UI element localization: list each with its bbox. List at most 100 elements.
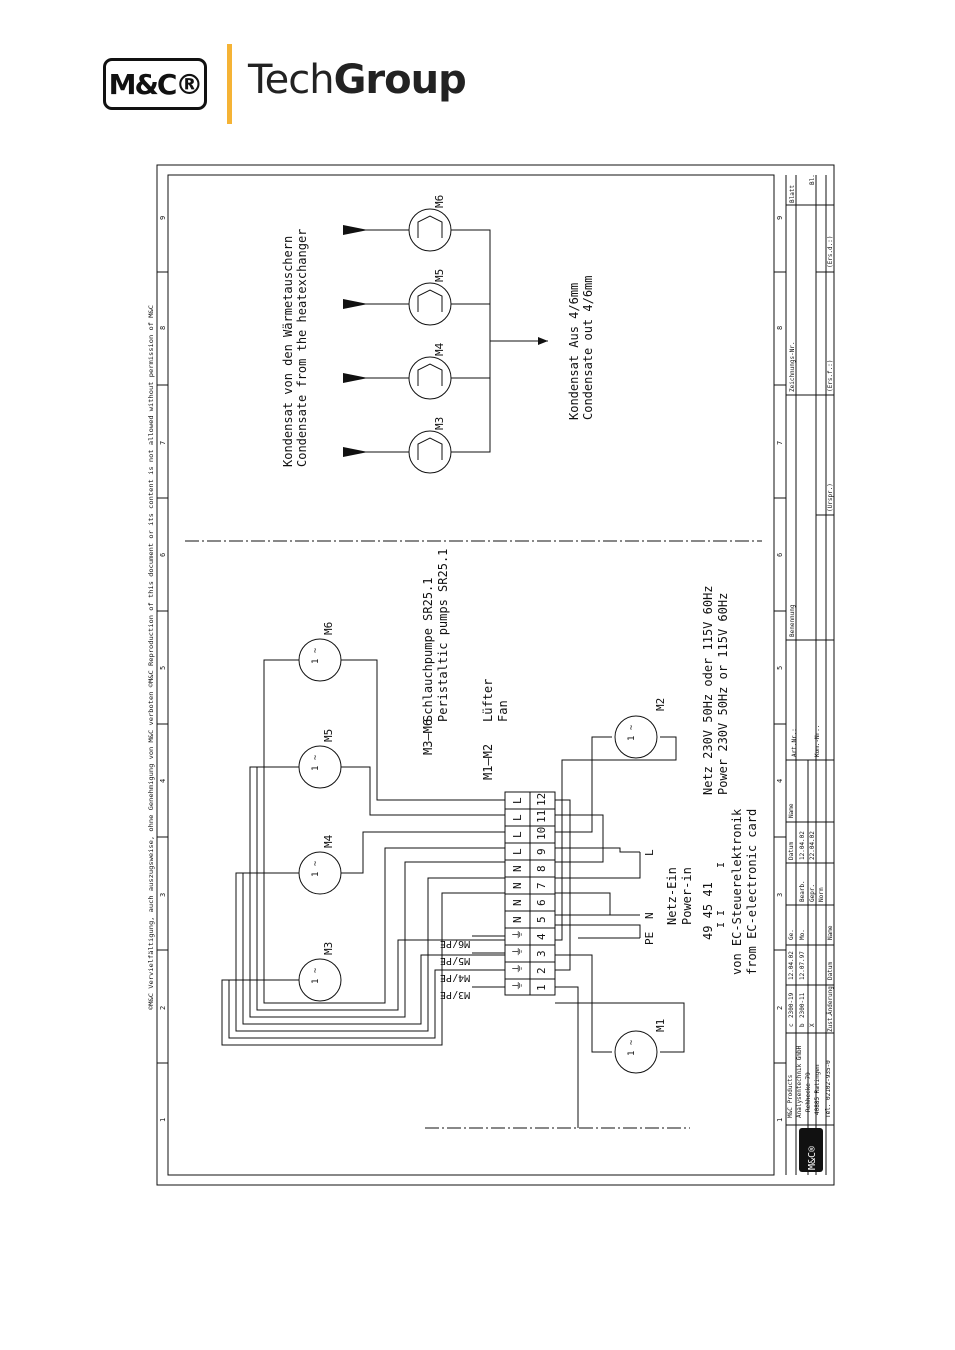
rev-c-name: Ge. bbox=[788, 929, 795, 940]
legend-m3m6-en: Peristaltic pumps SR25.1 bbox=[436, 549, 450, 722]
col-num: 7 bbox=[776, 441, 784, 445]
motor-m6-label: M6 bbox=[322, 622, 335, 635]
wires bbox=[221, 659, 685, 1128]
company-name: M&C Products bbox=[787, 1074, 794, 1118]
inner-frame bbox=[167, 174, 775, 1176]
ers-d-label: (Ers.d.:) bbox=[827, 235, 834, 268]
rev-b-date: 12.07.97 bbox=[799, 951, 806, 980]
pe-label-m6: M6/PE bbox=[440, 938, 470, 949]
pump-m5-label: M5 bbox=[433, 269, 446, 282]
col-num: 8 bbox=[776, 326, 784, 330]
terminal-number: 12 bbox=[535, 793, 548, 806]
legend-ec-en: from EC-electronic card bbox=[745, 809, 759, 975]
svg-text:I I: I I bbox=[716, 910, 727, 928]
pump-m3-label: M3 bbox=[433, 417, 446, 430]
name-header: Name bbox=[827, 925, 834, 940]
terminal-number: 4 bbox=[535, 933, 548, 940]
pump-m4-label: M4 bbox=[433, 342, 446, 356]
pump-m6-label: M6 bbox=[433, 195, 446, 208]
benennung-label: Benennung bbox=[789, 604, 796, 637]
motor-m5-label: M5 bbox=[322, 729, 335, 742]
condensate-pumps bbox=[408, 208, 452, 474]
logo-divider bbox=[227, 44, 232, 124]
legend-power-de: Netz 230V 50Hz oder 115V 60Hz bbox=[701, 585, 715, 795]
company-name-2: Analysentechnik GmbH bbox=[796, 1045, 803, 1118]
name-label: Name bbox=[788, 803, 795, 818]
terminal-strip: 1 2 3 4 5 6 7 8 9 10 11 12 ⏚ ⏚ ⏚ ⏚ N N N… bbox=[440, 791, 556, 1000]
rev-c-date: 12.04.02 bbox=[788, 951, 795, 980]
logo-text: M&C® bbox=[108, 67, 204, 101]
condensate-out-de: Kondensat Aus 4/6mm bbox=[567, 283, 581, 420]
svg-text:1 ~: 1 ~ bbox=[627, 724, 637, 741]
datum-label: Datum bbox=[788, 842, 795, 860]
rev-b: b bbox=[799, 1023, 806, 1027]
aenderung-header: Änderung bbox=[827, 986, 834, 1015]
legend-netz-en: Power-in bbox=[680, 867, 694, 925]
zust-header: Zust. bbox=[827, 1014, 834, 1032]
svg-text:I: I bbox=[716, 862, 727, 868]
col-num: 4 bbox=[159, 779, 167, 783]
col-num: 1 bbox=[159, 1118, 167, 1122]
legend-m1m2-en: Fan bbox=[496, 700, 510, 722]
frame-ticks bbox=[157, 271, 786, 1064]
terminal-number: 1 bbox=[535, 984, 548, 991]
legend-ec-numbers: 49 45 41 bbox=[701, 882, 715, 940]
pe-label-m4: M4/PE bbox=[440, 972, 470, 983]
mc-logo: M&C® bbox=[103, 58, 207, 110]
motor-m6-icon bbox=[298, 638, 342, 682]
power-l-label: L bbox=[643, 849, 656, 856]
terminal-type: L bbox=[511, 814, 524, 821]
svg-text:1 ~: 1 ~ bbox=[311, 967, 321, 984]
motor-m3-label: M3 bbox=[322, 942, 335, 955]
legend-netz-de: Netz-Ein bbox=[665, 867, 679, 925]
rev-b-no: 2300-11 bbox=[799, 992, 806, 1018]
condensate-out-en: Condensate out 4/6mm bbox=[581, 276, 595, 421]
col-num: 2 bbox=[159, 1006, 167, 1010]
condensate-in-de: Kondensat von den Wärmetauschern bbox=[281, 236, 295, 467]
svg-text:1 ~: 1 ~ bbox=[311, 754, 321, 771]
motor-m1-icon bbox=[614, 1030, 658, 1074]
company-city: 40885 Ratingen bbox=[814, 1064, 821, 1115]
terminal-type: N bbox=[511, 882, 524, 889]
motor-m2-label: M2 bbox=[654, 698, 667, 711]
art-nr-label: Art.Nr.: bbox=[791, 728, 798, 757]
legend-m3m6-de: Schlauchpumpe SR25.1 bbox=[421, 578, 435, 723]
terminal-number: 3 bbox=[535, 950, 548, 957]
brand-bold: Group bbox=[333, 57, 467, 103]
datum-header: Datum bbox=[827, 962, 834, 980]
pump-m3-icon bbox=[408, 430, 452, 474]
col-num: 7 bbox=[159, 441, 167, 445]
rev-c: c bbox=[788, 1023, 795, 1027]
col-num: 6 bbox=[776, 553, 784, 557]
terminal-type: L bbox=[511, 831, 524, 838]
terminal-type: ⏚ bbox=[511, 929, 524, 940]
motor-m1-label: M1 bbox=[654, 1019, 667, 1032]
pe-label-m3: M3/PE bbox=[440, 989, 470, 1000]
condensate-in-en: Condensate from the heatexchanger bbox=[295, 229, 309, 467]
terminal-type: ⏚ bbox=[511, 980, 524, 991]
motors bbox=[298, 638, 658, 1074]
terminal-number: 10 bbox=[535, 827, 548, 840]
svg-text:1 ~: 1 ~ bbox=[311, 860, 321, 877]
gepr-label: Gepr. bbox=[809, 884, 816, 902]
motor-m4-label: M4 bbox=[322, 834, 335, 848]
terminal-number: 5 bbox=[535, 916, 548, 923]
norm-label: Norm bbox=[818, 887, 825, 902]
terminal-type: N bbox=[511, 865, 524, 872]
terminal-type: L bbox=[511, 797, 524, 804]
terminal-number: 6 bbox=[535, 899, 548, 906]
rev-x: X bbox=[809, 1023, 816, 1027]
gepr-date: 22.04.02 bbox=[809, 831, 816, 860]
col-num: 2 bbox=[776, 1006, 784, 1010]
terminal-number: 8 bbox=[535, 865, 548, 872]
legend-m3m6-code: M3–M6 bbox=[421, 719, 435, 755]
kom-nr-label: Kom.-Nr.: bbox=[814, 724, 821, 757]
page-header: M&C® TechGroup bbox=[0, 0, 955, 150]
motor-m4-icon bbox=[298, 851, 342, 895]
rev-b-name: Mo. bbox=[799, 929, 806, 940]
terminal-type: N bbox=[511, 899, 524, 906]
title-block bbox=[786, 175, 834, 1175]
col-num: 6 bbox=[159, 553, 167, 557]
legend-m1m2-de: Lüfter bbox=[481, 679, 495, 722]
